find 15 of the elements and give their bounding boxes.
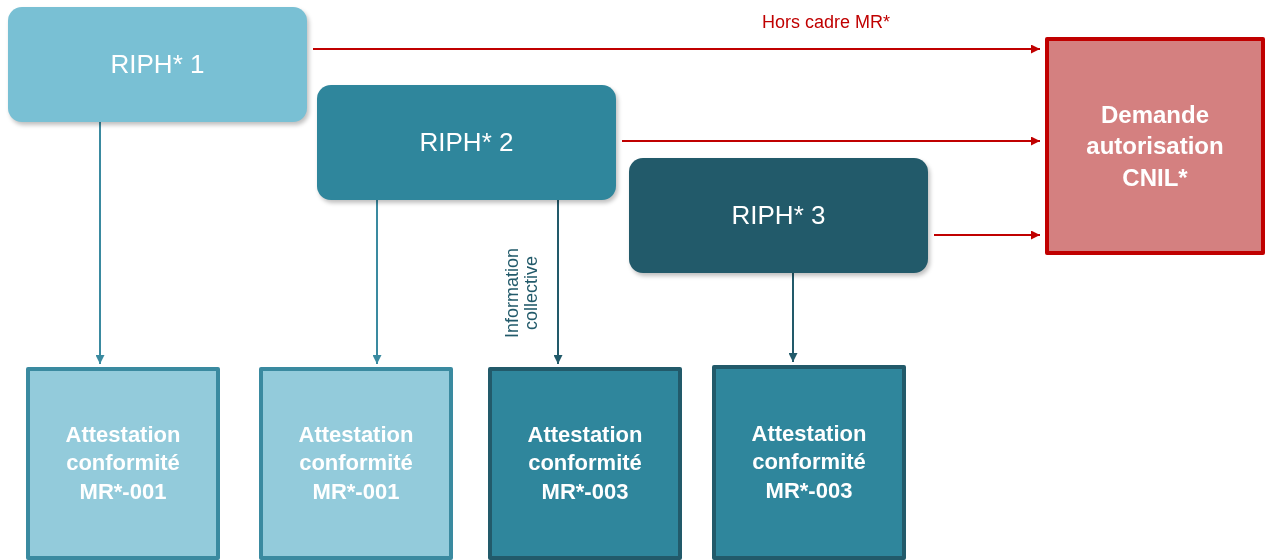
arrow (788, 272, 798, 363)
arrow (372, 199, 382, 365)
arrow (553, 199, 563, 365)
arrow (621, 136, 1041, 146)
arrow (312, 44, 1041, 54)
process-box: RIPH* 3 (629, 158, 928, 273)
process-box: RIPH* 1 (8, 7, 307, 122)
arrow (933, 230, 1041, 240)
attestation-box: Attestation conformité MR*-003 (712, 365, 906, 560)
authorization-box: Demande autorisation CNIL* (1045, 37, 1265, 255)
attestation-box: Attestation conformité MR*-001 (26, 367, 220, 560)
arrow (95, 121, 105, 365)
attestation-box: Attestation conformité MR*-001 (259, 367, 453, 560)
process-box: RIPH* 2 (317, 85, 616, 200)
attestation-box: Attestation conformité MR*-003 (488, 367, 682, 560)
